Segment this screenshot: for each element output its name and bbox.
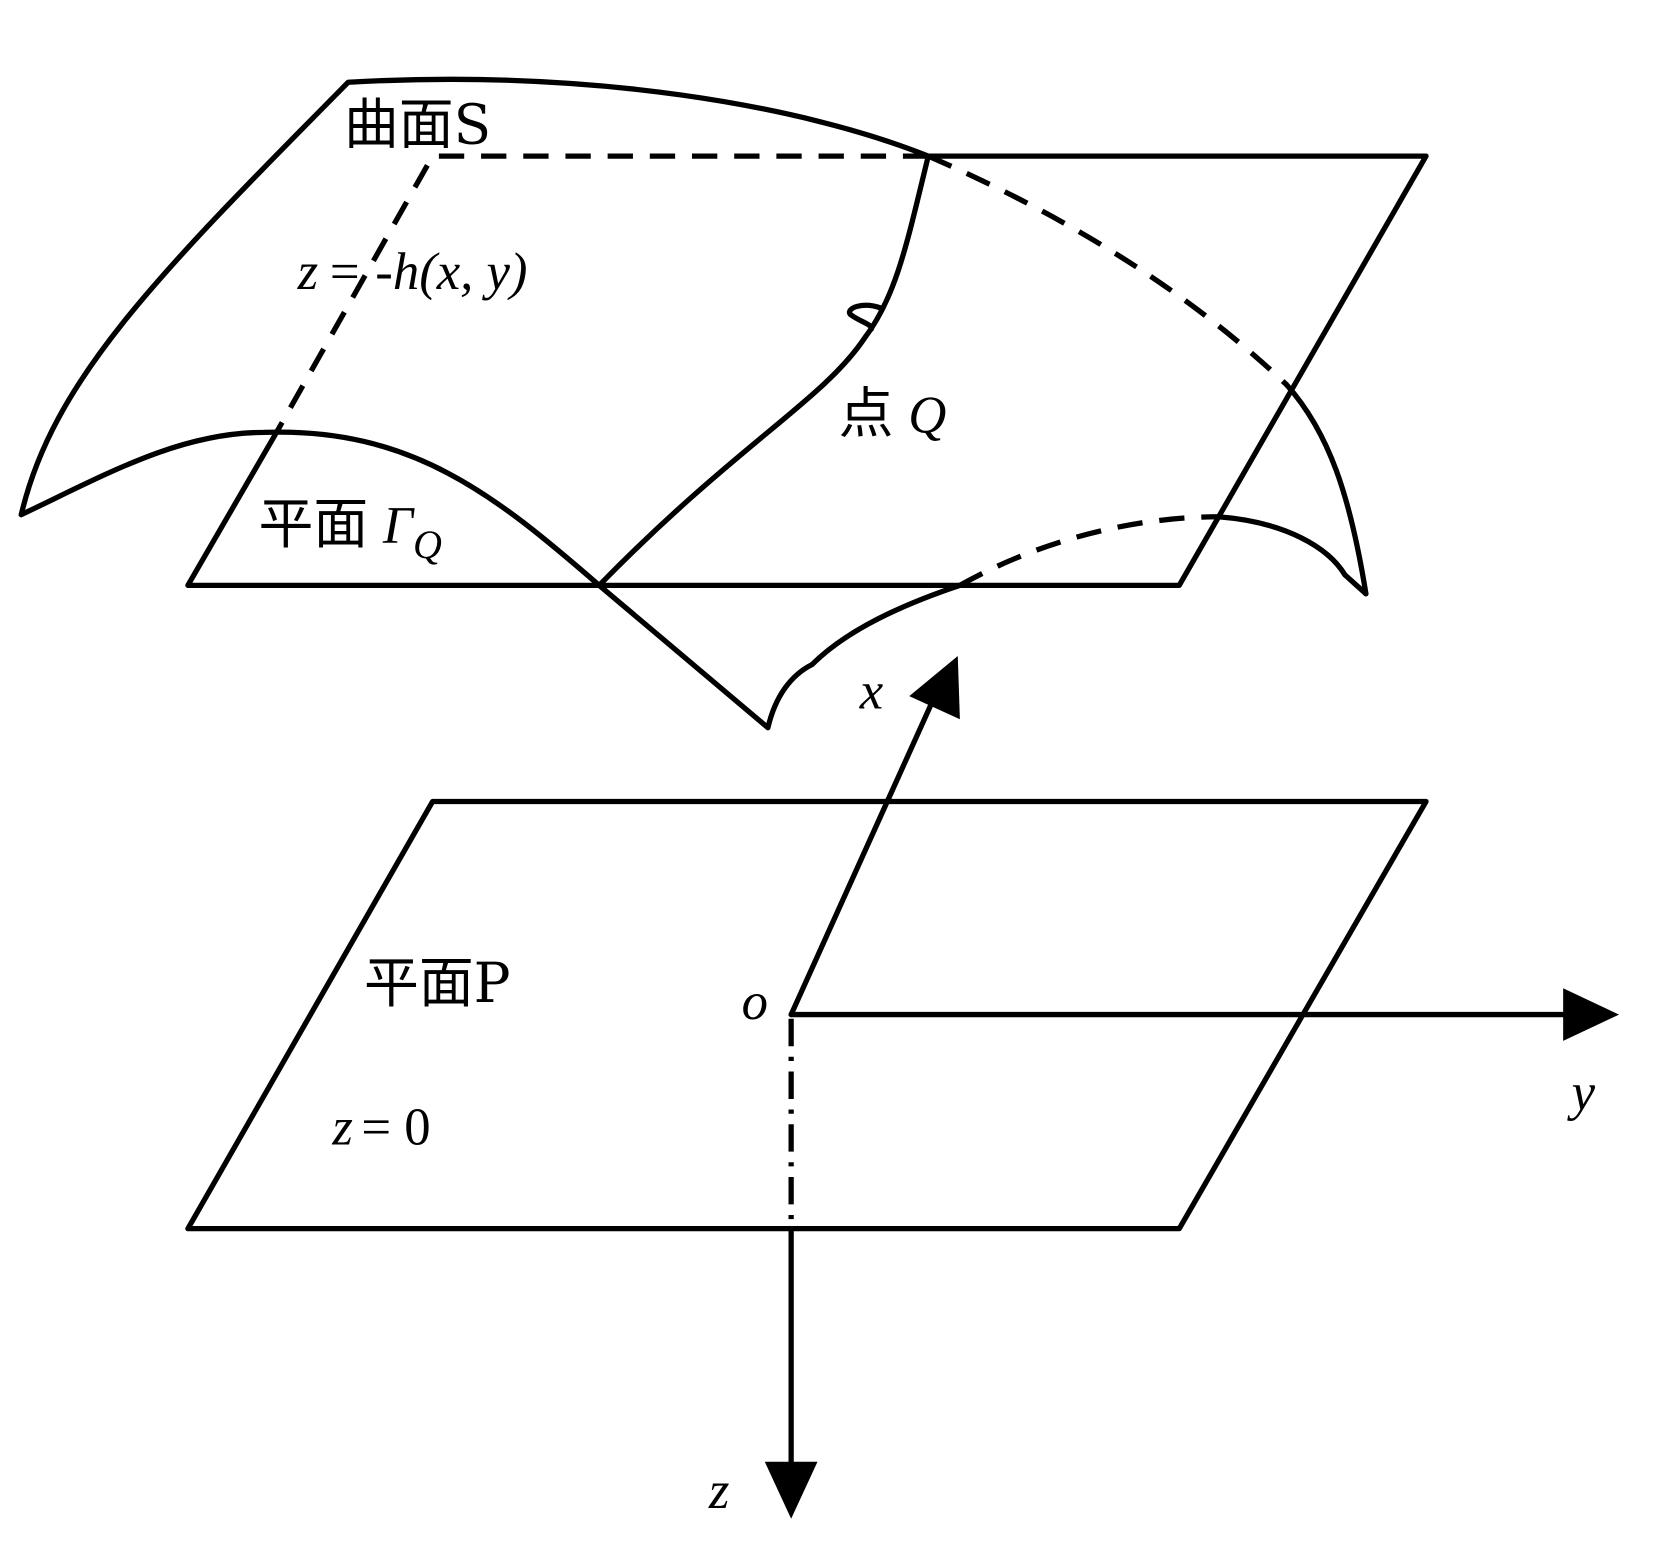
plane-p-equation: z= 0 — [331, 1098, 430, 1156]
x-axis-label: x — [859, 663, 884, 721]
surface-right-edge — [1284, 382, 1369, 597]
z-axis-label: z — [708, 1462, 730, 1520]
surface-hidden-right-edge — [927, 153, 1289, 387]
surface-right-front-edge — [1215, 514, 1369, 597]
x-axis — [788, 655, 960, 1018]
plane-p-label: 平面P — [364, 951, 511, 1015]
surface-label: 曲面S — [344, 92, 491, 156]
plane-gamma-q — [185, 153, 1429, 588]
plane-p — [185, 798, 1429, 1232]
surface-equation: z= -h(x, y) — [297, 243, 528, 301]
z-axis — [764, 1018, 818, 1519]
y-axis-label: y — [1567, 1063, 1596, 1121]
plane-gamma-solid-edges — [185, 153, 1429, 588]
z-arrowhead-icon — [764, 1461, 818, 1519]
surface-hidden-front-edge — [958, 514, 1219, 588]
surface-s — [18, 76, 1369, 731]
y-arrowhead-icon — [1563, 988, 1620, 1041]
origin-label: o — [742, 973, 768, 1031]
angle-mark-icon — [846, 302, 884, 332]
x-arrowhead-icon — [909, 655, 960, 720]
section-curve — [596, 153, 931, 588]
surface-back-edge — [18, 76, 931, 518]
y-axis — [788, 988, 1620, 1041]
surface-front-edge — [18, 429, 963, 731]
